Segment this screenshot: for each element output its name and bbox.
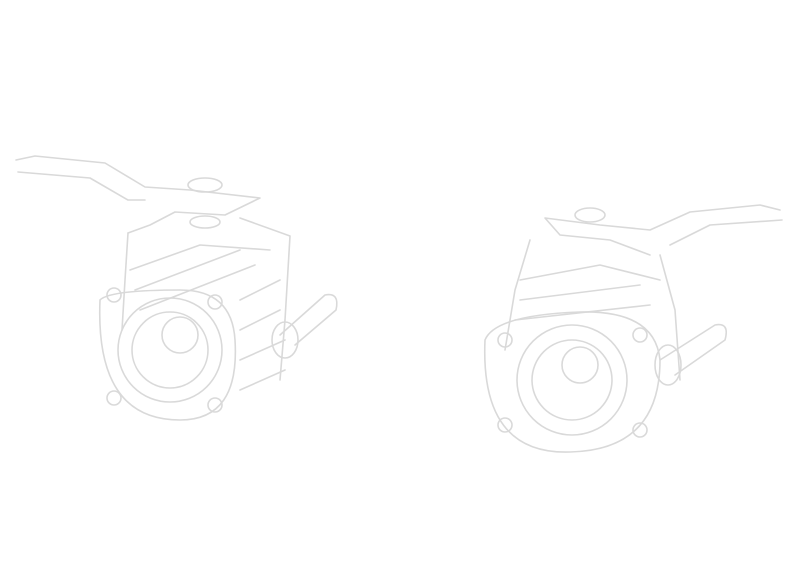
valve-right-drawing: [483, 204, 783, 453]
valve-left-drawing: [15, 155, 338, 421]
